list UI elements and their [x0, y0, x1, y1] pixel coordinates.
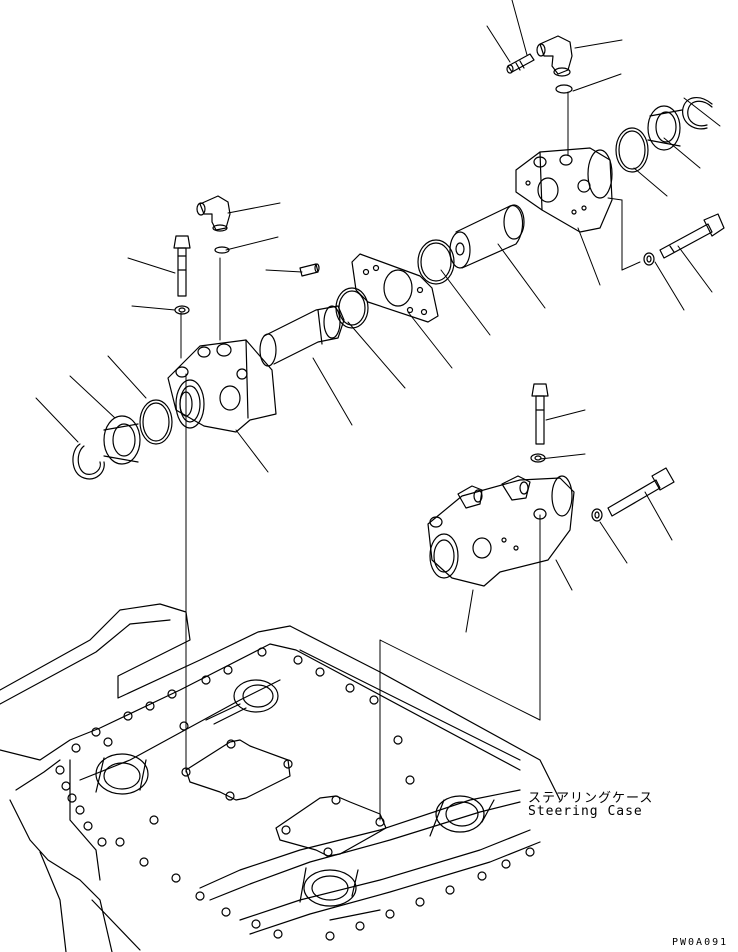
- valve-assembly-lower-right: [427, 475, 575, 587]
- oring-left-center: [335, 287, 369, 329]
- bolt-lower-right-vertical: [531, 383, 549, 445]
- oring-top-right: [615, 127, 649, 173]
- dowel-pin: [299, 263, 320, 277]
- spool-lower: [259, 305, 345, 367]
- bolt-lower-right-horizontal: [607, 467, 675, 517]
- elbow-fitting-top: [536, 35, 573, 77]
- steering-case: [0, 603, 561, 952]
- oring-left-small: [214, 246, 230, 254]
- leader-lines: [35, 0, 721, 821]
- elbow-fitting-left: [196, 195, 231, 232]
- valve-body-left: [167, 339, 277, 433]
- bolt-left: [173, 235, 191, 297]
- valve-body-upper-right: [515, 147, 613, 233]
- plug-fitting-top: [506, 53, 535, 74]
- snap-ring-top-right: [682, 97, 713, 130]
- seal-top-right: [647, 105, 683, 151]
- oring-left-body: [139, 399, 173, 445]
- steering-case-label-en: Steering Case: [528, 804, 643, 819]
- steering-case-label-jp: ステアリングケース: [528, 791, 654, 806]
- spool-upper: [449, 204, 525, 269]
- drawing-code: PW0A091: [672, 937, 729, 948]
- washer-upper-right: [643, 252, 655, 266]
- seal-left: [103, 415, 141, 465]
- case-bolt-holes: [55, 647, 535, 941]
- washer-left: [174, 305, 190, 315]
- oring-top-small: [555, 84, 573, 94]
- washer-lower-right: [530, 453, 546, 463]
- snap-ring-left: [72, 443, 105, 480]
- oring-center: [417, 239, 455, 285]
- bolt-upper-right: [659, 213, 725, 259]
- washer-lower-right-2: [591, 508, 603, 522]
